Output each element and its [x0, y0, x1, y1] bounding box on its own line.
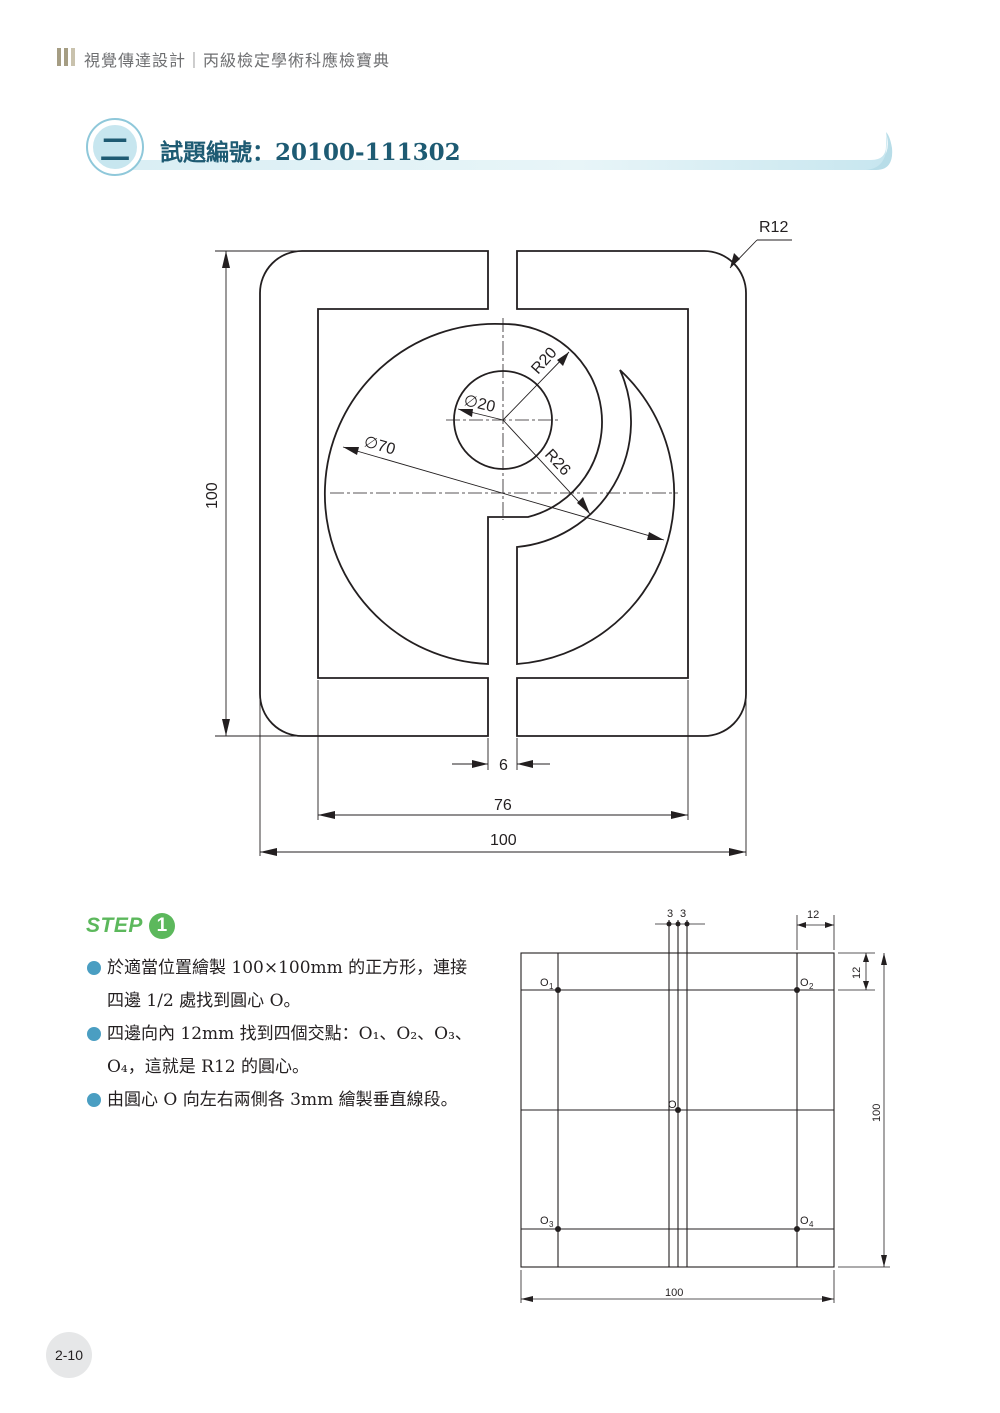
label-o3: O	[540, 1215, 549, 1227]
outer-frame-left	[259, 250, 489, 737]
section-banner	[86, 118, 893, 176]
header-bar	[71, 48, 75, 66]
dim-inner-76: 76	[494, 797, 512, 814]
instruction-item: 四邊向內 12mm 找到四個交點：O₁、O₂、O₃、O₄，這就是 R12 的圓心…	[86, 1018, 476, 1084]
label-o1: O	[540, 977, 549, 989]
label-o4-sub: 4	[809, 1220, 814, 1229]
instruction-text: 四邊向內 12mm 找到四個交點：O₁、O₂、O₃、O₄，這就是 R12 的圓心…	[107, 1024, 472, 1077]
instruction-text: 於適當位置繪製 100×100mm 的正方形，連接四邊 1/2 處找到圓心 O。	[107, 958, 468, 1011]
instruction-item: 於適當位置繪製 100×100mm 的正方形，連接四邊 1/2 處找到圓心 O。	[86, 952, 476, 1018]
bullet-dot-icon	[87, 1027, 101, 1041]
center-o-marker	[675, 1107, 681, 1113]
dim-d70: ∅70	[362, 434, 397, 459]
center-o3-marker	[555, 1226, 561, 1232]
bullet-dot-icon	[87, 1093, 101, 1107]
section-title: 試題編號：20100-111302	[160, 139, 461, 166]
running-title: 視覺傳達設計｜丙級檢定學術科應檢寶典	[84, 51, 391, 70]
construction-drawing: 3 3 12 12 100 100 O O 1 O 2 O 3 O 4	[520, 908, 890, 1303]
circle-left-piece	[323, 322, 603, 665]
instruction-text: 由圓心 O 向左右兩側各 3mm 繪製垂直線段。	[107, 1090, 458, 1110]
dim-r26: R26	[541, 446, 574, 479]
dim-3-left: 3	[667, 908, 673, 920]
dim-12-side: 12	[851, 967, 863, 979]
step-number-badge: 1	[148, 913, 175, 939]
instruction-item: 由圓心 O 向左右兩側各 3mm 繪製垂直線段。	[86, 1084, 476, 1117]
dim-r20: R20	[528, 344, 560, 377]
label-o1-sub: 1	[549, 982, 554, 991]
header-bars-icon	[57, 48, 77, 66]
label-o: O	[668, 1099, 677, 1111]
label-o4: O	[800, 1215, 809, 1227]
step-heading: STEP 1	[86, 912, 175, 940]
dim-100-side: 100	[871, 1104, 883, 1122]
page-number: 2-10	[46, 1332, 92, 1378]
label-o3-sub: 3	[549, 1220, 554, 1229]
dim-r12: R12	[759, 219, 788, 236]
outer-frame-right	[516, 250, 747, 737]
step-label: STEP	[86, 914, 143, 937]
dim-outer-100: 100	[490, 832, 517, 849]
bullet-dot-icon	[87, 961, 101, 975]
header-bar	[64, 48, 68, 66]
dim-100-bottom: 100	[665, 1287, 683, 1299]
step-instructions: 於適當位置繪製 100×100mm 的正方形，連接四邊 1/2 處找到圓心 O。…	[86, 952, 476, 1117]
label-o2: O	[800, 977, 809, 989]
section-number: 二	[100, 133, 130, 168]
dim-12-top: 12	[807, 909, 819, 921]
center-o1-marker	[555, 987, 561, 993]
label-o2-sub: 2	[809, 982, 814, 991]
dim-d20: ∅20	[462, 392, 497, 416]
circle-right-piece	[516, 369, 676, 665]
dim-3-right: 3	[680, 908, 686, 920]
center-o4-marker	[794, 1226, 800, 1232]
dim-gap-6: 6	[499, 757, 508, 774]
header-bar	[57, 48, 61, 66]
dim-height-100: 100	[204, 482, 221, 509]
main-drawing: R12 R20 ∅20 ∅70 R26 100 6 76 100	[204, 219, 792, 856]
center-o2-marker	[794, 987, 800, 993]
